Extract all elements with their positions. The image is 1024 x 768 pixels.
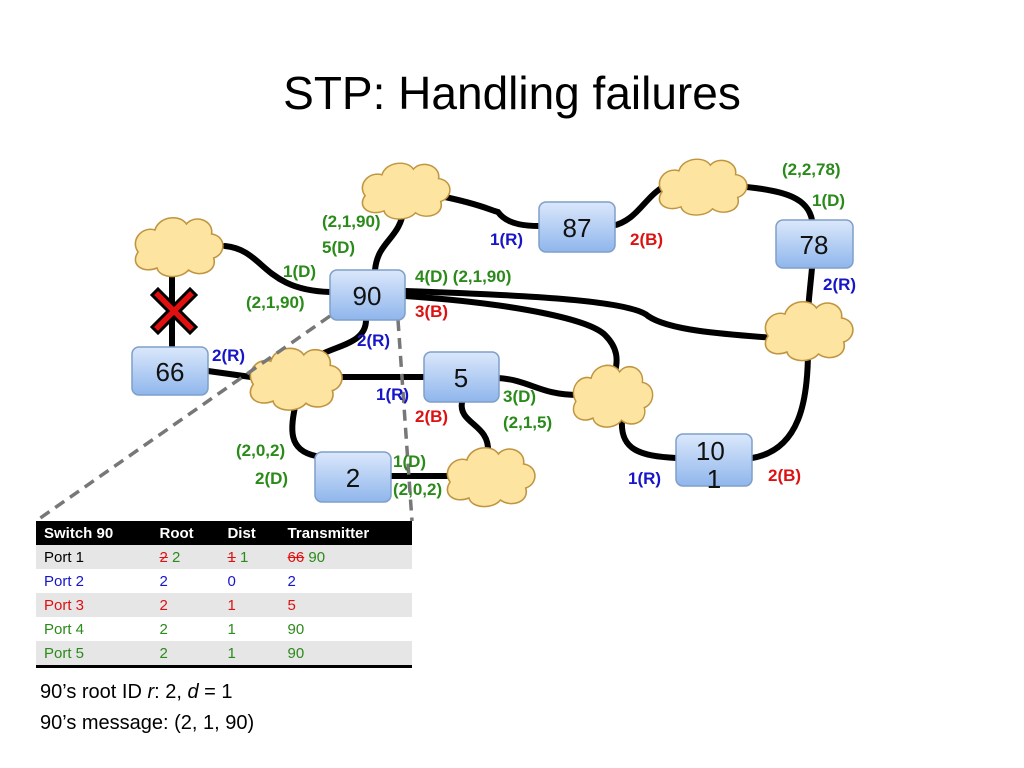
port-labels: (2,1,90) 5(D) 1(D) (2,1,90) 4(D) (2,1,90… — [212, 160, 856, 499]
transmitter-cell: 90 — [279, 641, 412, 667]
link-90-lan-center — [319, 317, 369, 357]
switches: 66 90 87 78 5 2 10 1 — [131, 201, 854, 503]
failure-x-icon — [149, 286, 199, 336]
table-row: Port 5 2 1 90 — [36, 641, 412, 667]
port-label: 2(R) — [823, 275, 856, 294]
transmitter-cell: 90 — [279, 617, 412, 641]
table-row: Port 4 2 1 90 — [36, 617, 412, 641]
port-label: (2,1,5) — [503, 413, 552, 432]
port-label: 2(B) — [630, 230, 663, 249]
dist-cell: 1 — [219, 617, 280, 641]
dist-cell: 0 — [219, 569, 280, 593]
link-5-lan-bottom — [458, 399, 492, 455]
port-label: 2(B) — [768, 466, 801, 485]
switch-78[interactable]: 78 — [775, 219, 854, 269]
port-cell: Port 5 — [36, 641, 152, 667]
svg-text:66: 66 — [156, 357, 185, 387]
lan-cloud-top-left — [134, 216, 224, 278]
lan-cloud-bottom — [446, 446, 536, 508]
dist-cell: 1 1 — [219, 545, 280, 569]
zoom-lines — [34, 314, 414, 523]
port-label: (2,2,78) — [782, 160, 841, 179]
dist-cell: 1 — [219, 641, 280, 667]
link-lan-tr-78 — [732, 183, 815, 223]
switch-90-table: Switch 90 Root Dist Transmitter Port 1 2… — [36, 521, 412, 668]
lan-cloud-top-right — [658, 158, 748, 216]
root-id-summary: 90’s root ID r: 2, d = 1 — [40, 681, 233, 703]
port-label: 3(B) — [415, 302, 448, 321]
link-lan-mr-101 — [618, 417, 679, 461]
port-label: 2(B) — [415, 407, 448, 426]
header-transmitter: Transmitter — [279, 521, 412, 545]
switch-66[interactable]: 66 — [131, 346, 209, 396]
port-label: 1(R) — [628, 469, 661, 488]
port-label: 1(D) — [283, 262, 316, 281]
port-label: 2(R) — [212, 346, 245, 365]
root-cell: 2 2 — [151, 545, 220, 569]
svg-text:87: 87 — [563, 213, 592, 243]
switch-2[interactable]: 2 — [314, 451, 392, 503]
port-label: (2,0,2) — [236, 441, 285, 460]
header-root: Root — [151, 521, 220, 545]
link-90-lan-mr — [402, 293, 620, 375]
switch-101-label: 10 1 — [696, 436, 732, 494]
links — [169, 181, 815, 479]
port-label: 1(D) — [812, 191, 845, 210]
switch-90[interactable]: 90 — [329, 269, 406, 321]
port-label: 1(D) — [393, 452, 426, 471]
switch-87[interactable]: 87 — [538, 201, 616, 253]
port-label: 5(D) — [322, 238, 355, 257]
link-lan-top-87 — [437, 193, 543, 229]
table-header-row: Switch 90 Root Dist Transmitter — [36, 521, 412, 545]
port-cell: Port 1 — [36, 545, 152, 569]
port-label: 1(R) — [490, 230, 523, 249]
table-row: Port 2 2 0 2 — [36, 569, 412, 593]
port-label: (2,1,90) — [246, 293, 305, 312]
svg-text:2: 2 — [346, 463, 360, 493]
lan-cloud-mid-right — [572, 364, 654, 428]
port-label: (2,0,2) — [393, 480, 442, 499]
transmitter-cell: 66 90 — [279, 545, 412, 569]
root-cell: 2 — [151, 593, 220, 617]
root-cell: 2 — [151, 641, 220, 667]
lan-cloud-top — [361, 162, 451, 220]
port-label: 1(R) — [376, 385, 409, 404]
table-row: Port 1 2 2 1 1 66 90 — [36, 545, 412, 569]
transmitter-cell: 2 — [279, 569, 412, 593]
svg-text:5: 5 — [454, 363, 468, 393]
message-summary: 90’s message: (2, 1, 90) — [40, 712, 255, 734]
port-label: 2(D) — [255, 469, 288, 488]
slide-title: STP: Handling failures — [283, 67, 741, 119]
dist-cell: 1 — [219, 593, 280, 617]
switch-101[interactable]: 10 1 — [675, 433, 753, 494]
port-label: 2(R) — [357, 331, 390, 350]
transmitter-cell: 5 — [279, 593, 412, 617]
svg-text:78: 78 — [800, 230, 829, 260]
port-cell: Port 2 — [36, 569, 152, 593]
port-cell: Port 3 — [36, 593, 152, 617]
link-lan-tl-90 — [222, 243, 333, 295]
header-switch: Switch 90 — [36, 521, 152, 545]
lan-cloud-right — [764, 300, 854, 362]
table-row: Port 3 2 1 5 — [36, 593, 412, 617]
link-101-lan-r — [749, 347, 811, 461]
link-5-lan-mr — [495, 375, 581, 398]
port-cell: Port 4 — [36, 617, 152, 641]
switch-5[interactable]: 5 — [423, 351, 500, 403]
port-label: (2,1,90) — [322, 212, 381, 231]
lan-cloud-center — [249, 347, 343, 411]
port-label: 3(D) — [503, 387, 536, 406]
svg-text:90: 90 — [353, 281, 382, 311]
root-cell: 2 — [151, 617, 220, 641]
header-dist: Dist — [219, 521, 280, 545]
link-90-lan-r — [402, 288, 778, 341]
root-cell: 2 — [151, 569, 220, 593]
port-label: 4(D) (2,1,90) — [415, 267, 511, 286]
